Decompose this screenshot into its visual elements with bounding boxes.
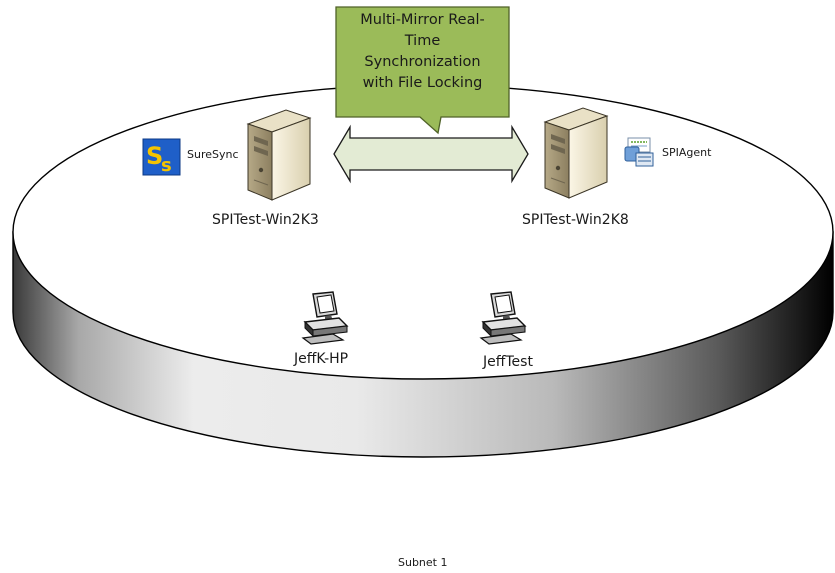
spiagent-icon [624,137,654,167]
svg-text:s: s [161,155,172,176]
callout-line: Multi-Mirror Real- [360,12,485,28]
spiagent-label: SPIAgent [662,146,712,159]
callout-line: Time [404,33,441,49]
server-label[interactable]: SPITest-Win2K8 [522,212,629,228]
callout-line: Synchronization [364,54,481,70]
subnet-label: Subnet 1 [398,556,448,569]
callout-text: Multi-Mirror Real- Time Synchronization … [336,10,509,94]
server-tower-icon[interactable] [247,109,311,201]
svg-text:S: S [146,142,163,170]
workstation-label[interactable]: JeffK-HP [294,351,349,367]
sync-arrow [333,124,529,184]
suresync-icon: S s [142,138,181,176]
callout-line: with File Locking [362,75,483,91]
sync-callout: Multi-Mirror Real- Time Synchronization … [335,6,510,135]
disk-top [12,84,834,380]
suresync-label: SureSync [187,148,239,161]
workstation-label[interactable]: JeffTest [483,354,533,370]
server-tower-icon[interactable] [544,107,608,199]
server-label[interactable]: SPITest-Win2K3 [212,212,319,228]
